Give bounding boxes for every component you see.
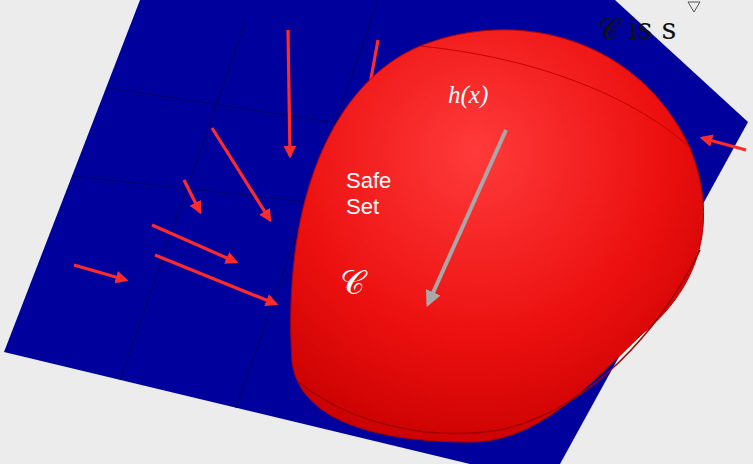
symbol-fragment <box>688 2 700 12</box>
ground-plane <box>4 0 748 464</box>
function-label: h(x) <box>448 80 488 110</box>
dome-outline <box>291 30 704 442</box>
statement-fragment: 𝒞 is s <box>598 12 676 47</box>
gradient-arrow <box>428 130 506 304</box>
dome-base <box>298 250 700 434</box>
safe-set-dome: Safe Set𝒞h(x) <box>280 15 750 455</box>
set-symbol: 𝒞 <box>340 262 365 303</box>
region-label: Safe Set <box>346 168 408 221</box>
dome-ridge <box>420 46 690 148</box>
dome-shape <box>280 15 750 455</box>
